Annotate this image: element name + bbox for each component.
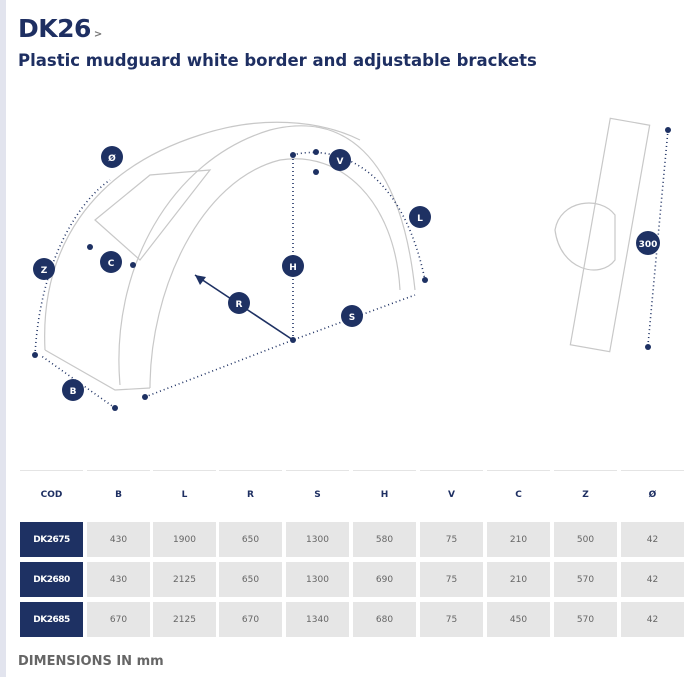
table-top-rule: [153, 470, 216, 471]
product-code-cell: DK2675: [20, 522, 83, 557]
marker-c: C: [100, 251, 122, 273]
marker-300: 300: [636, 231, 660, 255]
product-code-cell: DK2685: [20, 602, 83, 637]
table-cell: 1300: [286, 562, 349, 597]
table-cell: 670: [87, 602, 150, 637]
svg-text:C: C: [108, 259, 115, 269]
table-top-rule: [621, 470, 684, 471]
chevron-icon[interactable]: >: [93, 29, 102, 40]
table-top-rule: [420, 470, 483, 471]
product-code-title: DK26>: [18, 14, 102, 43]
table-cell: 42: [621, 522, 684, 557]
table-cell: 210: [487, 522, 550, 557]
svg-text:L: L: [417, 214, 423, 224]
svg-text:300: 300: [639, 240, 658, 250]
table-cell: 570: [554, 562, 617, 597]
dimension-markers: Ø Z C B R S H V L 300: [33, 146, 660, 401]
svg-text:S: S: [349, 313, 355, 323]
table-cell: 210: [487, 562, 550, 597]
table-cell: 2125: [153, 562, 216, 597]
column-header: R: [247, 490, 254, 500]
marker-l: L: [409, 206, 431, 228]
marker-b: B: [62, 379, 84, 401]
marker-h: H: [282, 255, 304, 277]
svg-text:H: H: [289, 263, 297, 273]
table-cell: 42: [621, 562, 684, 597]
column-header: L: [181, 490, 188, 500]
table-cell: 680: [353, 602, 416, 637]
marker-z: Z: [33, 258, 55, 280]
marker-diameter: Ø: [101, 146, 123, 168]
svg-text:Z: Z: [41, 266, 48, 276]
table-top-rule: [20, 470, 83, 471]
svg-text:R: R: [236, 300, 243, 310]
mudguard-outline: [44, 117, 651, 391]
table-top-rule: [554, 470, 617, 471]
table-cell: 450: [487, 602, 550, 637]
table-top-rule: [353, 470, 416, 471]
marker-s: S: [341, 305, 363, 327]
dimensions-unit-note: DIMENSIONS IN mm: [18, 654, 164, 669]
table-cell: 1340: [286, 602, 349, 637]
mudguard-diagram: Ø Z C B R S H V L 300: [32, 117, 671, 411]
table-cell: 430: [87, 522, 150, 557]
table-top-rule: [487, 470, 550, 471]
svg-text:Ø: Ø: [108, 153, 116, 164]
column-header: V: [448, 490, 455, 500]
table-top-rule: [87, 470, 150, 471]
table-cell: 650: [219, 522, 282, 557]
column-header: COD: [40, 490, 63, 500]
marker-r: R: [228, 292, 250, 314]
column-header: C: [515, 490, 522, 500]
marker-v: V: [329, 149, 351, 171]
table-cell: 500: [554, 522, 617, 557]
table-cell: 430: [87, 562, 150, 597]
column-header: B: [115, 490, 122, 500]
product-subtitle: Plastic mudguard white border and adjust…: [18, 51, 537, 70]
table-cell: 690: [353, 562, 416, 597]
table-cell: 42: [621, 602, 684, 637]
column-header: Z: [582, 490, 589, 500]
column-header: S: [314, 490, 321, 500]
product-code-cell: DK2680: [20, 562, 83, 597]
table-cell: 670: [219, 602, 282, 637]
column-header: H: [380, 490, 389, 500]
table-cell: 75: [420, 562, 483, 597]
svg-text:V: V: [337, 157, 344, 167]
table-cell: 580: [353, 522, 416, 557]
table-cell: 75: [420, 602, 483, 637]
table-top-rule: [286, 470, 349, 471]
table-cell: 2125: [153, 602, 216, 637]
table-cell: 1900: [153, 522, 216, 557]
table-cell: 570: [554, 602, 617, 637]
svg-text:B: B: [70, 387, 77, 397]
column-header: Ø: [648, 490, 657, 500]
table-cell: 1300: [286, 522, 349, 557]
table-cell: 650: [219, 562, 282, 597]
left-edge-strip: [0, 0, 6, 677]
table-top-rule: [219, 470, 282, 471]
table-cell: 75: [420, 522, 483, 557]
